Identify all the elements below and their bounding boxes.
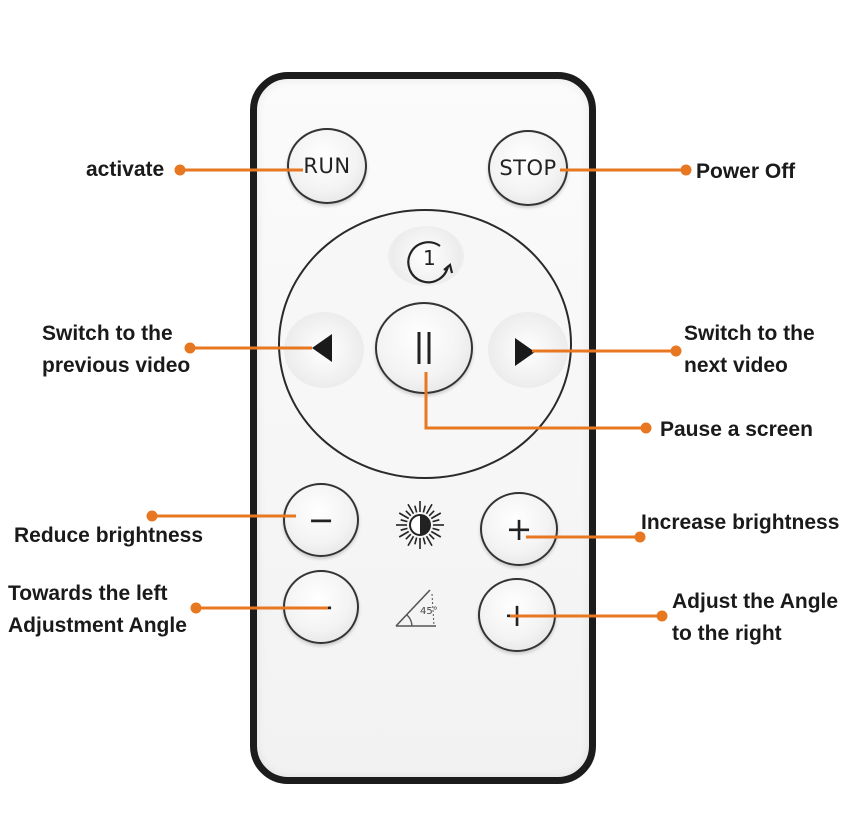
sun-ray	[422, 505, 426, 513]
sun-ray	[398, 530, 410, 538]
right-arrow-icon	[515, 338, 535, 366]
minus-icon: −	[307, 501, 335, 539]
sun-ray	[422, 537, 426, 545]
stop-button-label: STOP	[499, 156, 557, 180]
pause-icon	[417, 332, 431, 364]
angle-left-button[interactable]: −	[283, 570, 359, 644]
sun-ray	[414, 537, 418, 545]
sun-ray	[428, 533, 435, 540]
label-angle-left: Towards the left Adjustment Angle	[8, 582, 187, 637]
sun-ray	[407, 503, 415, 515]
callout-dot	[680, 164, 692, 176]
rotate-icon-number: 1	[423, 246, 436, 270]
brightness-down-button[interactable]: −	[283, 483, 359, 557]
sun-ray	[425, 535, 433, 547]
callout-dot	[640, 422, 652, 434]
stop-button[interactable]: STOP	[488, 130, 568, 206]
sun-ray	[407, 535, 415, 547]
plus-icon: +	[505, 510, 533, 548]
callout-dot	[670, 345, 682, 357]
label-pause-screen: Pause a screen	[660, 418, 813, 441]
pause-button[interactable]	[375, 302, 473, 394]
label-power-off: Power Off	[696, 160, 796, 183]
callout-dot	[174, 164, 186, 176]
sun-ray	[400, 527, 408, 531]
label-next-video: Switch to the next video	[684, 322, 815, 377]
sun-ray	[430, 530, 442, 538]
sun-ray	[432, 519, 440, 523]
label-angle-right: Adjust the Angle to the right	[672, 590, 839, 645]
sun-ray	[405, 510, 412, 517]
run-button-label: RUN	[303, 154, 351, 178]
plus-icon: +	[503, 596, 531, 634]
sun-ray	[428, 510, 435, 517]
sun-ray	[432, 527, 440, 531]
angle-icon-label: 45°	[420, 606, 438, 617]
brightness-icon	[396, 501, 444, 549]
brightness-up-button[interactable]: +	[480, 492, 558, 566]
sun-ray	[430, 512, 442, 520]
rotate-icon: 1	[407, 241, 454, 284]
sun-ray	[425, 503, 433, 515]
label-increase-brightness: Increase brightness	[641, 511, 840, 534]
label-previous-video: Switch to the previous video	[42, 322, 191, 377]
sun-ray	[398, 512, 410, 520]
left-arrow-icon	[312, 334, 332, 362]
sun-ray	[400, 519, 408, 523]
angle-right-button[interactable]: +	[478, 578, 556, 652]
label-reduce-brightness: Reduce brightness	[14, 524, 204, 547]
run-button[interactable]: RUN	[287, 128, 367, 204]
minus-icon: −	[307, 588, 335, 626]
sun-ray	[405, 533, 412, 540]
rotate-button[interactable]	[388, 226, 464, 286]
angle-icon: 45°	[395, 589, 438, 627]
sun-ray	[414, 505, 418, 513]
callout-dot	[190, 602, 202, 614]
label-activate: activate	[86, 158, 165, 181]
callout-dot	[656, 610, 668, 622]
